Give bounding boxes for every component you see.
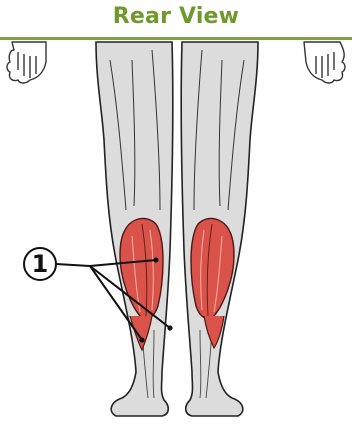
callout-leader-stem xyxy=(56,264,90,266)
leader-endpoint xyxy=(167,325,172,330)
right-hand xyxy=(304,42,345,83)
leader-endpoint xyxy=(139,337,144,342)
left-hand xyxy=(7,42,46,83)
leader-endpoint xyxy=(153,257,158,262)
callout-number: 1 xyxy=(22,246,58,282)
